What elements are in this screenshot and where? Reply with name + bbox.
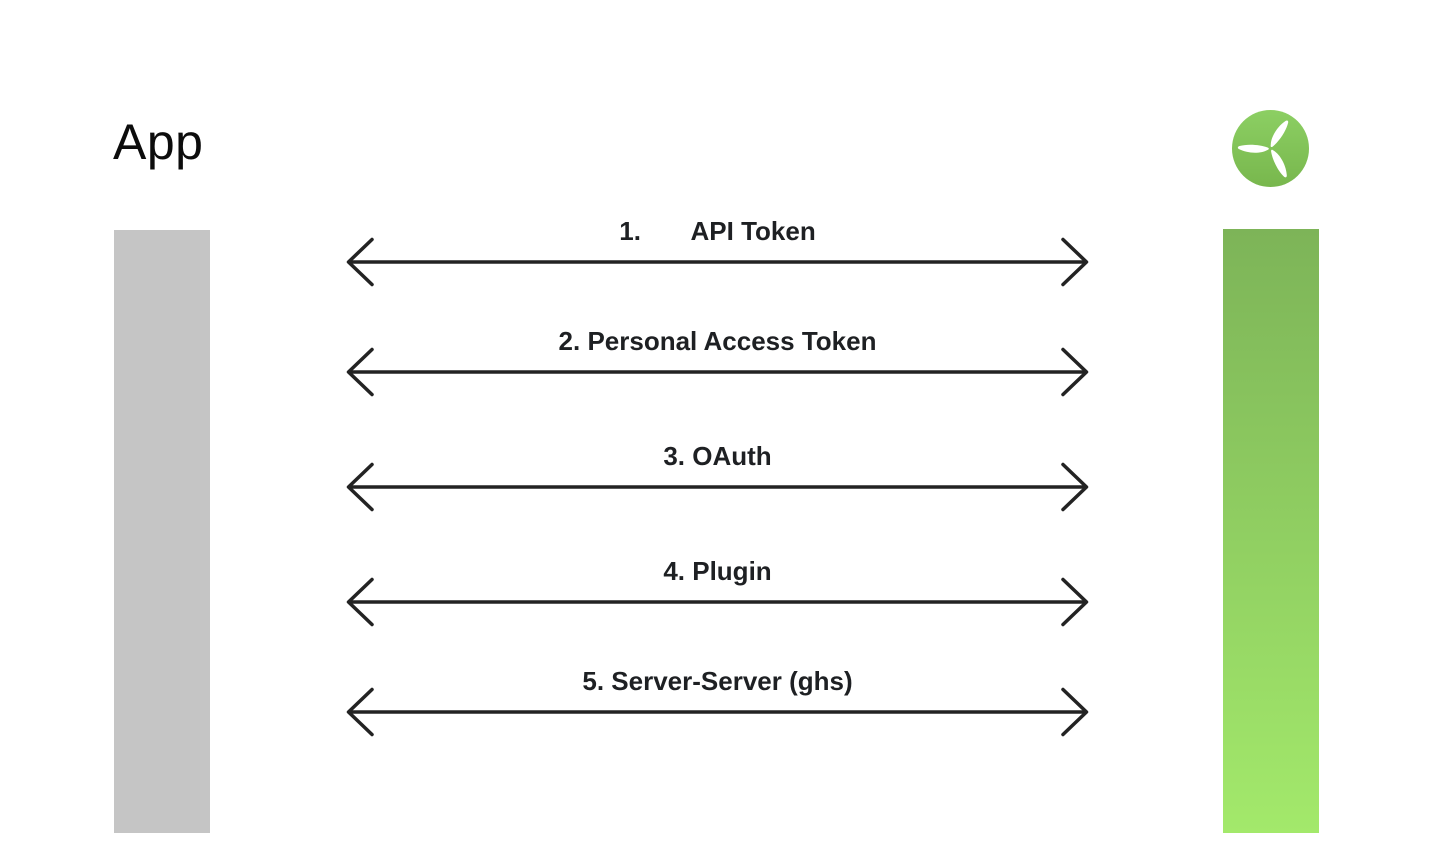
double-arrow	[345, 684, 1090, 740]
